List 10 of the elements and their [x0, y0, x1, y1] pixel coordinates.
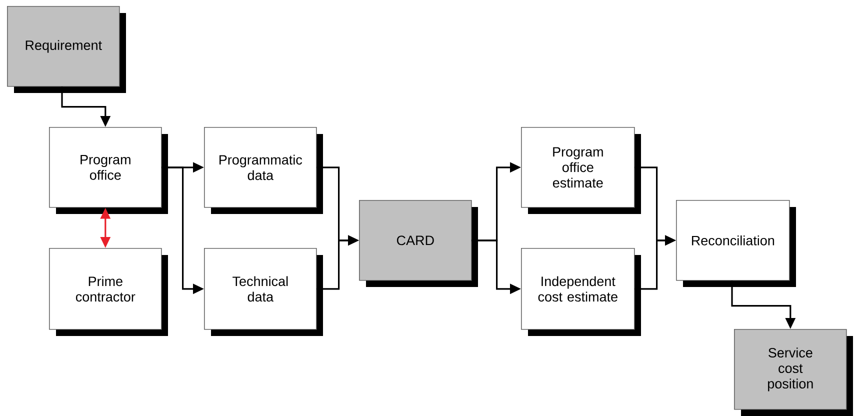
process-box: Program office estimate	[521, 127, 641, 214]
process-box: Program office	[49, 127, 168, 214]
process-box: Reconciliation	[676, 200, 796, 287]
process-box: Independent cost estimate	[521, 248, 641, 336]
process-box: Technical data	[204, 248, 323, 336]
process-box: Programmatic data	[204, 127, 323, 214]
process-box: Service cost position	[734, 329, 853, 416]
process-box: CARD	[359, 200, 478, 287]
process-box: Prime contractor	[49, 248, 168, 336]
process-box: Requirement	[7, 6, 126, 93]
